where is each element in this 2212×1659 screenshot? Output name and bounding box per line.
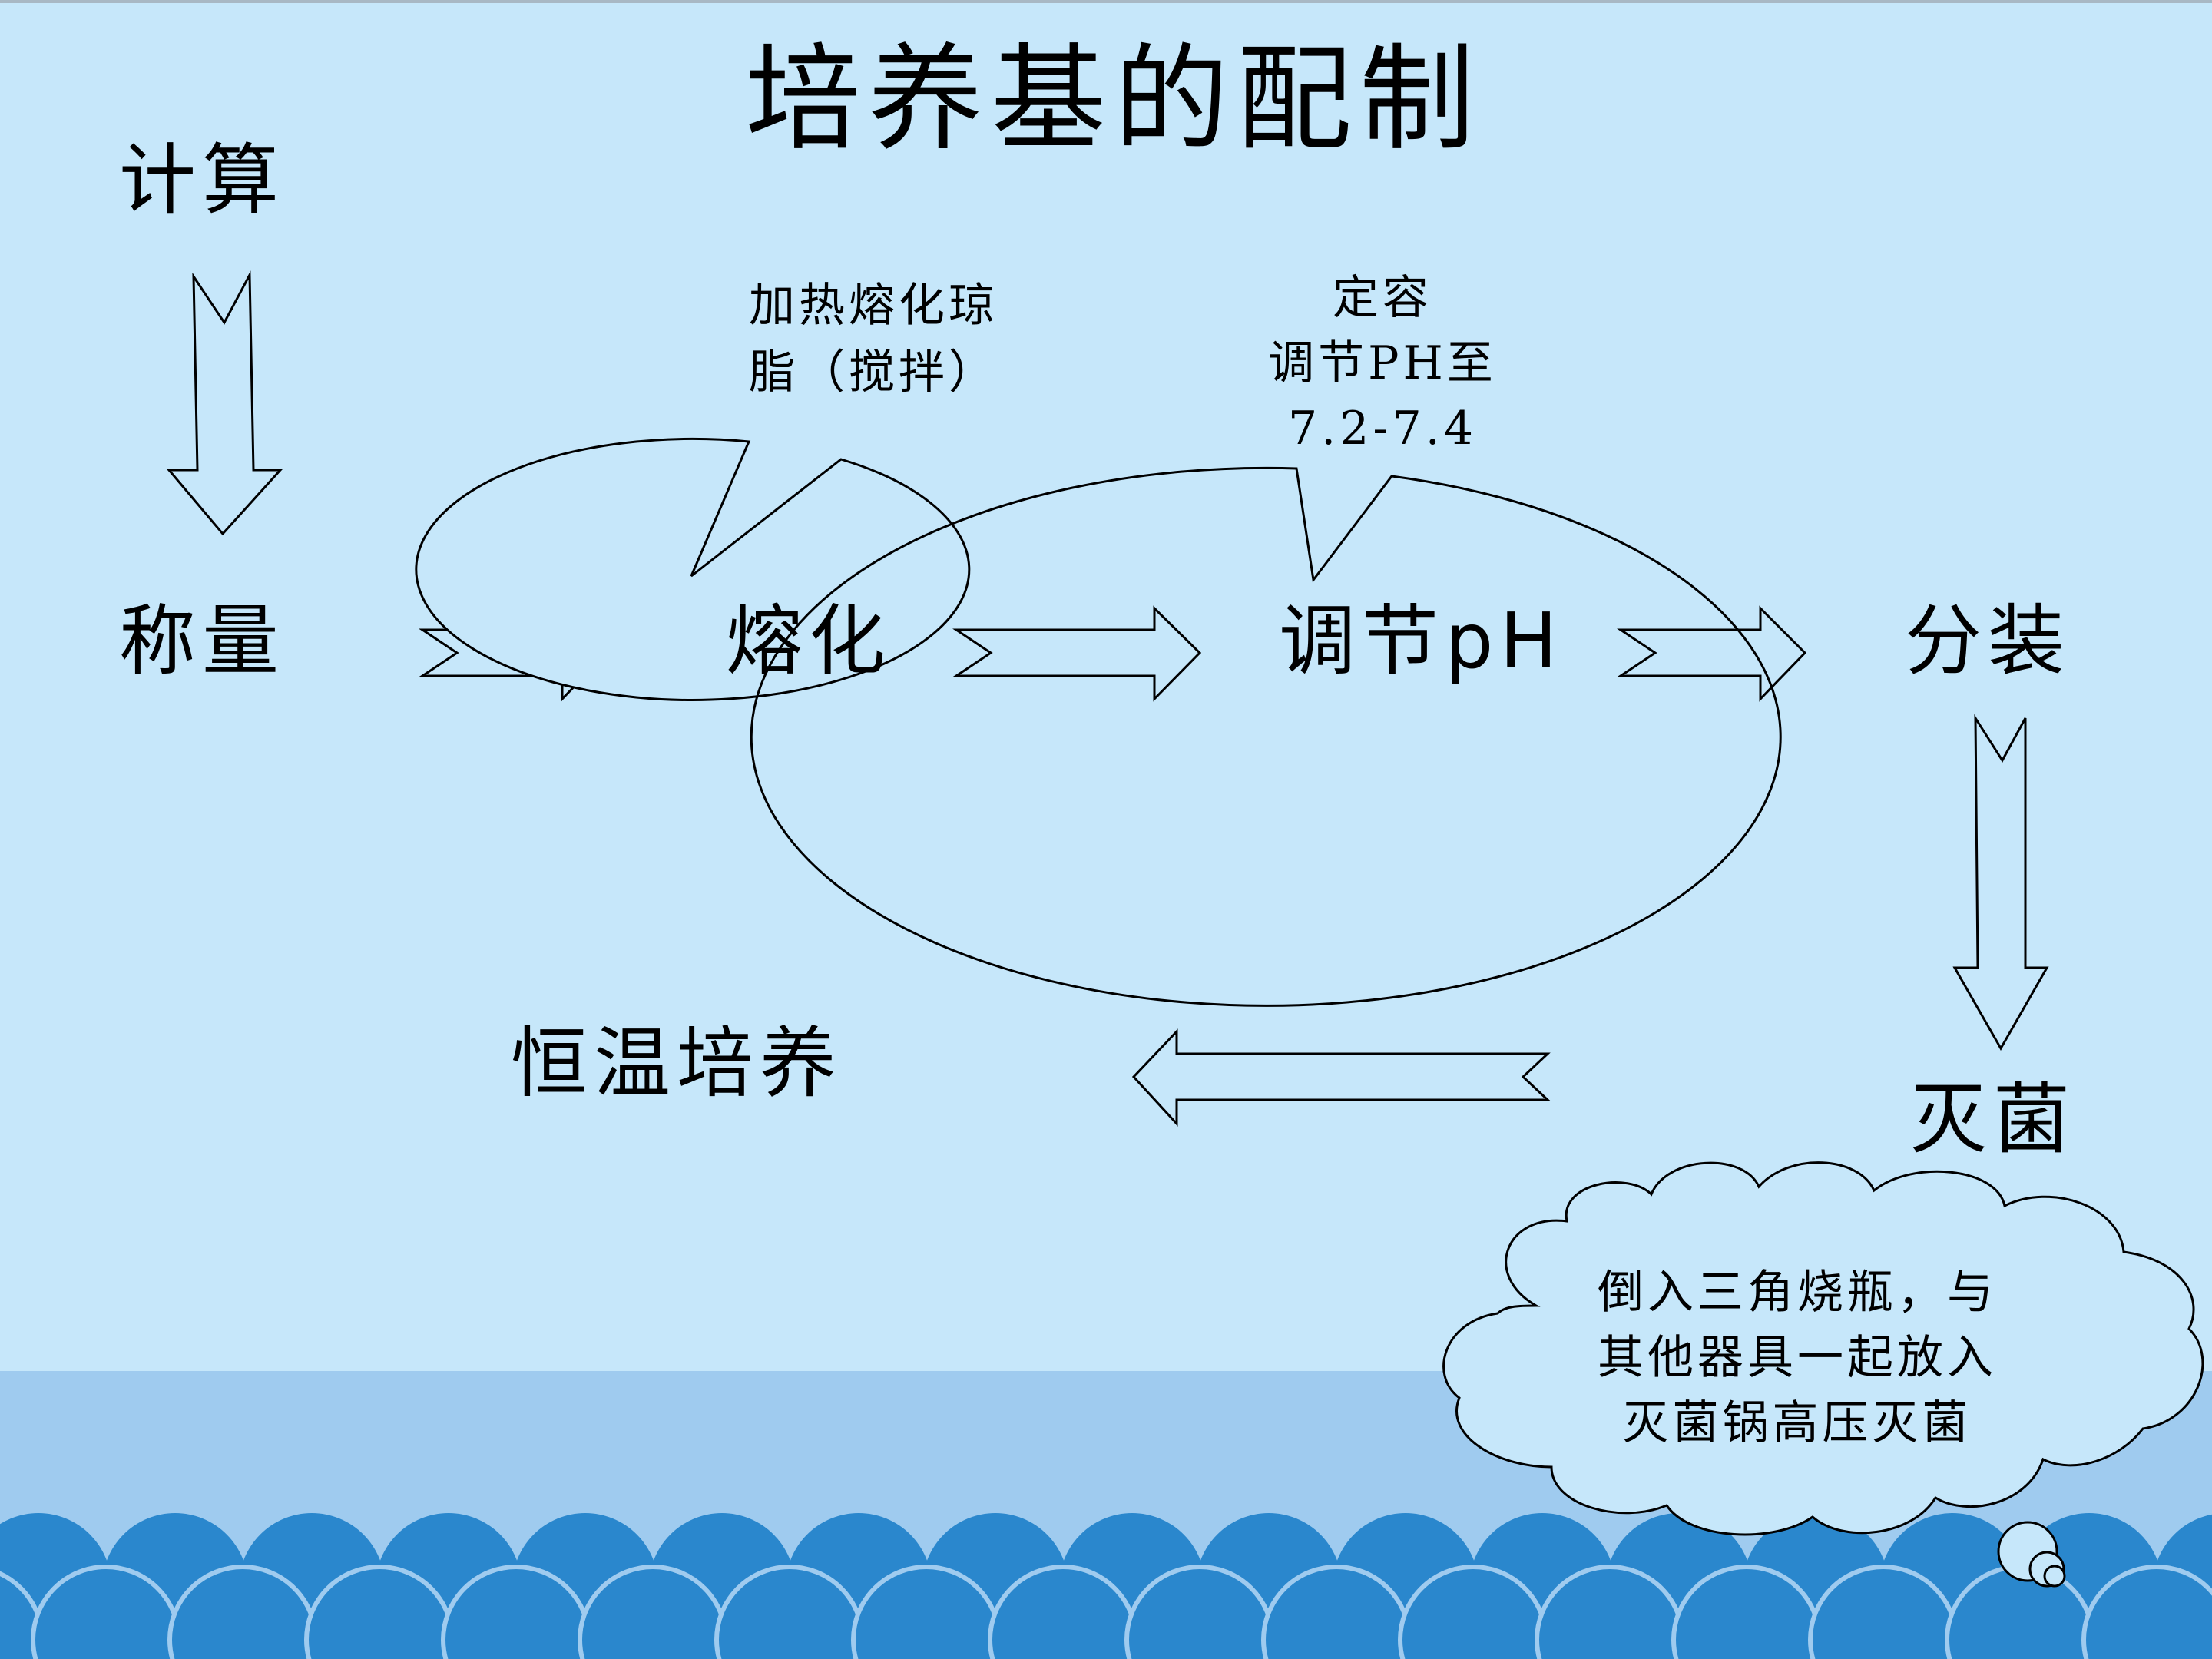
step-melt: 熔化 xyxy=(726,596,892,686)
arrow-right-ph-dispense xyxy=(1617,605,1807,702)
speech-bubble-ph xyxy=(750,466,1782,1007)
wave-scale xyxy=(2081,1565,2212,1659)
step-adjust-ph: 调节pH xyxy=(1279,596,1564,686)
callout-sterilize-line-3: 灭菌锅高压灭菌 xyxy=(1622,1396,1972,1450)
callout-melt-line-1: 加热熔化琼 xyxy=(749,279,998,333)
speech-bubble-melt xyxy=(415,437,971,701)
wave-decoration xyxy=(0,1513,2212,1659)
step-calculate: 计算 xyxy=(119,135,285,225)
callout-ph-line-1: 定容 xyxy=(1333,271,1432,325)
callout-ph-line-3: 7.2-7.4 xyxy=(1287,402,1478,455)
step-weigh: 称量 xyxy=(119,596,285,686)
callout-sterilize-line-2: 其他器具一起放入 xyxy=(1598,1331,1997,1385)
thought-cloud-sterilize xyxy=(1442,1161,2204,1588)
arrow-right-melt-ph xyxy=(952,605,1202,702)
arrow-left-sterilize-incubate xyxy=(1131,1028,1551,1127)
callout-sterilize-line-1: 倒入三角烧瓶，与 xyxy=(1598,1266,1997,1320)
arrow-down-calc-weigh xyxy=(166,270,283,536)
step-sterilize: 灭菌 xyxy=(1910,1075,2076,1164)
arrow-down-dispense-sterilize xyxy=(1952,714,2049,1051)
top-border xyxy=(0,0,2212,3)
callout-melt-line-2: 脂（搅拌） xyxy=(749,346,998,399)
step-dispense: 分装 xyxy=(1905,596,2071,686)
page-title: 培养基的配制 xyxy=(745,33,1483,167)
callout-ph-line-2: 调节PH至 xyxy=(1268,336,1497,390)
step-incubate: 恒温培养 xyxy=(511,1018,843,1108)
